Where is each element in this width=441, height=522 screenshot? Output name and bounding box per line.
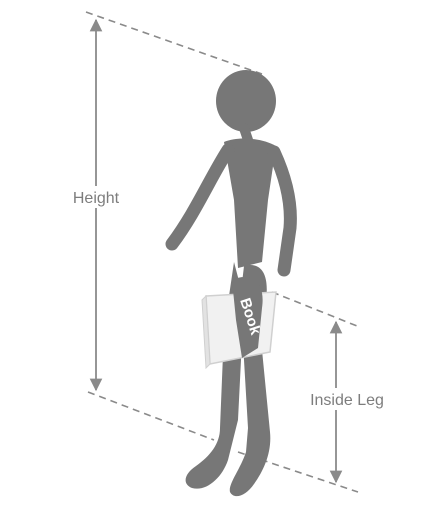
floor-front-guide bbox=[237, 451, 359, 493]
book-leg-overlay bbox=[232, 277, 263, 358]
figure-right-arm bbox=[267, 145, 297, 277]
height-label-bg bbox=[66, 186, 126, 208]
stick-figure bbox=[165, 70, 297, 497]
book-spine bbox=[201, 294, 211, 370]
figure-left-arm bbox=[165, 143, 235, 251]
height-label: Height bbox=[73, 190, 120, 207]
floor-back-guide bbox=[87, 391, 215, 441]
crotch-guide bbox=[271, 291, 358, 327]
guide-lines bbox=[85, 11, 359, 493]
head-top-guide bbox=[85, 11, 263, 75]
figure-torso bbox=[224, 138, 276, 268]
figure-head bbox=[216, 70, 276, 132]
inside-leg-label: Inside Leg bbox=[310, 392, 384, 409]
book: Book bbox=[201, 277, 277, 370]
inside-leg-label-bg bbox=[304, 388, 390, 410]
figure-neck bbox=[239, 123, 253, 145]
